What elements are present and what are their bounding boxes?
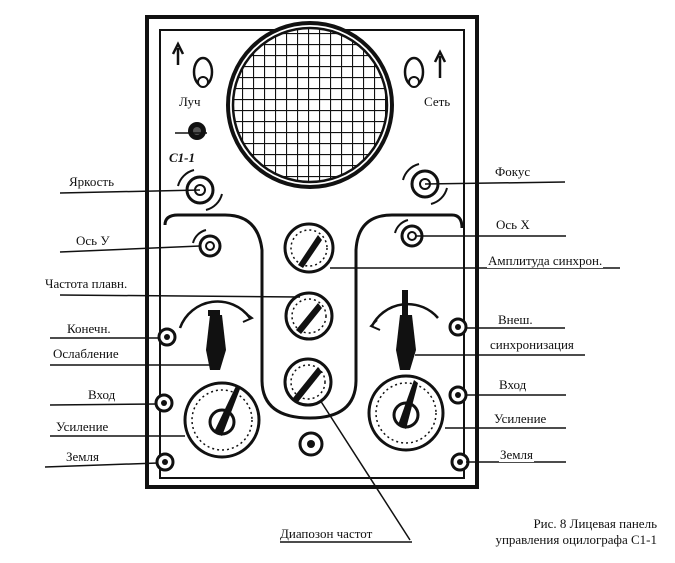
frequency-range-dial[interactable] <box>283 357 333 407</box>
attenuation-label: Ослабление <box>52 346 120 361</box>
focus-label: Фокус <box>494 164 532 179</box>
gain-dial-right[interactable] <box>367 374 445 452</box>
terminal-left-input[interactable] <box>154 393 174 413</box>
figure-caption: Рис. 8 Лицевая панель управления оцилогр… <box>495 516 657 548</box>
model-mark: С1-1 <box>169 150 195 165</box>
external-label: Внеш. <box>497 312 534 327</box>
panel-outer-frame <box>145 15 479 489</box>
terminal-left-ground[interactable] <box>155 452 175 472</box>
terminal-right-external[interactable] <box>448 317 468 337</box>
input-left-label: Вход <box>87 387 117 402</box>
freq-fine-label: Частота плавн. <box>44 276 129 291</box>
leader-lines <box>44 132 620 543</box>
bottom-connector-icon <box>298 431 324 457</box>
indicator-lamp-icon <box>188 122 206 140</box>
terminal-right-input[interactable] <box>448 385 468 405</box>
brightness-label: Яркость <box>68 174 116 189</box>
sync-amplitude-label: Амплитуда синхрон. <box>487 253 604 268</box>
terminal-right-ground[interactable] <box>450 452 470 472</box>
axis-y-label: Ось У <box>75 233 111 248</box>
axis-x-label: Ось X <box>495 217 531 232</box>
input-right-label: Вход <box>498 377 528 392</box>
sync-amplitude-dial[interactable] <box>283 222 335 274</box>
sync-label: синхронизация <box>489 337 575 352</box>
power-switch-label: Сеть <box>424 94 451 109</box>
attenuation-selector[interactable] <box>178 300 254 370</box>
gain-left-label: Усиление <box>55 419 110 434</box>
beam-switch[interactable] <box>171 41 214 88</box>
power-switch[interactable] <box>403 49 447 88</box>
ground-left-label: Земля <box>65 449 100 464</box>
axis-y-knob[interactable] <box>192 229 222 258</box>
beam-switch-label: Луч <box>179 94 201 109</box>
ground-right-label: Земля <box>499 447 534 462</box>
freq-range-label: Диапозон частот <box>279 526 374 541</box>
axis-x-knob[interactable] <box>394 219 424 248</box>
caption-line-2: управления оцилографа С1-1 <box>495 532 657 547</box>
terminal-end-label: Конечн. <box>66 321 112 336</box>
sync-selector[interactable] <box>369 290 439 370</box>
fine-frequency-dial[interactable] <box>284 291 334 341</box>
gain-dial-left[interactable] <box>183 381 261 459</box>
gain-right-label: Усиление <box>493 411 548 426</box>
caption-line-1: Рис. 8 Лицевая панель <box>533 516 657 531</box>
terminal-left-end[interactable] <box>157 327 177 347</box>
crt-screen <box>226 21 394 189</box>
lower-panel-outline <box>163 213 464 420</box>
